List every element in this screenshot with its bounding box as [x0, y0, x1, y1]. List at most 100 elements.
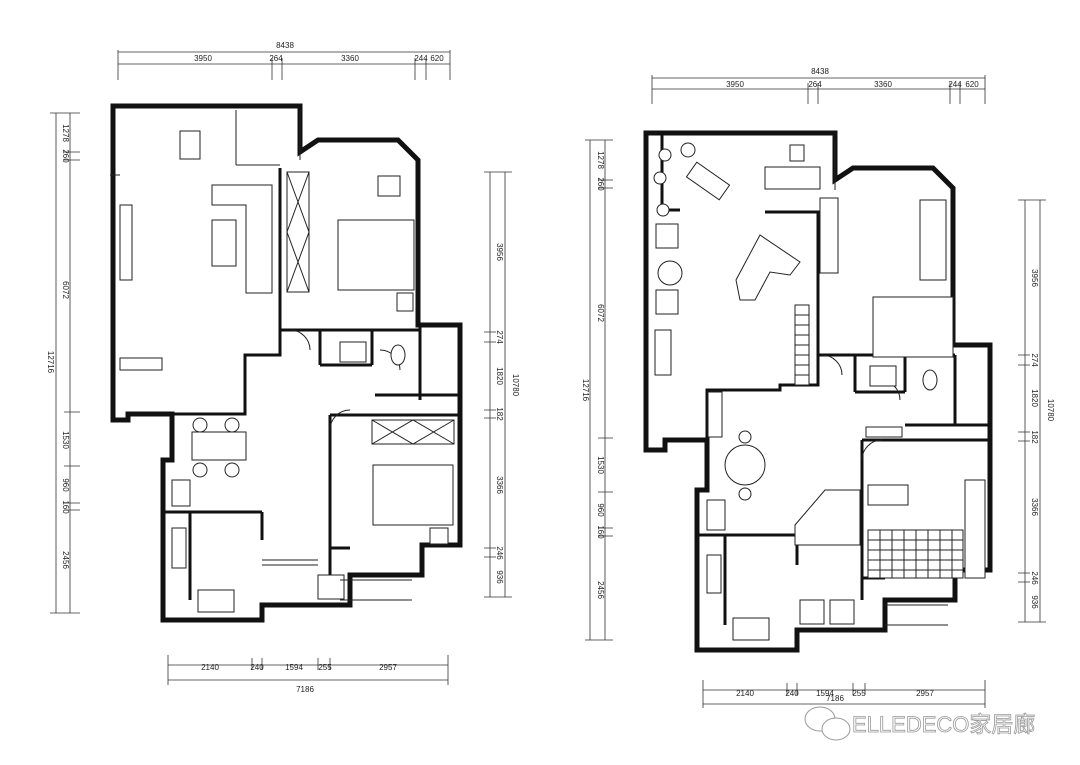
dimension-label: 1594 — [816, 689, 834, 698]
dimension-label: 1820 — [495, 367, 504, 385]
toilet-redesign — [922, 369, 938, 391]
dimension-label: 936 — [495, 570, 504, 584]
dimension-label: 3360 — [341, 54, 359, 63]
tv-console — [707, 391, 723, 438]
sink — [197, 589, 235, 613]
dimension-label: 7186 — [296, 685, 314, 694]
dimension-label: 3956 — [495, 243, 504, 261]
dimension-label: 255 — [852, 689, 866, 698]
washer — [317, 574, 345, 600]
plants — [653, 142, 696, 217]
dimension-label: 1530 — [596, 456, 605, 474]
dimension-label: 274 — [495, 330, 504, 344]
fridge — [171, 479, 191, 507]
wardrobe-kids — [964, 479, 986, 579]
dimension-label: 244 — [414, 54, 428, 63]
plan-redesign — [585, 75, 1046, 708]
dimension-label: 2456 — [61, 551, 70, 569]
basin-redesign — [869, 365, 897, 387]
armchair — [179, 130, 201, 160]
wechat-bubble-icon — [804, 706, 851, 741]
sink-redesign — [732, 617, 770, 641]
dimension-label: 1594 — [285, 663, 303, 672]
bed-master — [872, 296, 954, 358]
exterior-walls-redesign — [643, 130, 993, 653]
exterior-walls — [110, 103, 463, 623]
dimension-label: 2140 — [736, 689, 754, 698]
dimension-label: 2957 — [379, 663, 397, 672]
toilet — [390, 344, 406, 366]
dimension-label: 620 — [965, 80, 979, 89]
furniture — [119, 130, 455, 613]
dimension-label: 182 — [1030, 430, 1039, 444]
dimension-label: 240 — [250, 663, 264, 672]
dimension-label: 3366 — [1030, 498, 1039, 516]
wardrobe-2 — [371, 419, 455, 445]
watermark-text: ELLEDECO家居廊 — [852, 712, 1035, 737]
stove-redesign — [706, 554, 722, 594]
dimension-label: 182 — [495, 407, 504, 421]
bed-2 — [372, 464, 454, 526]
round-dining-table — [724, 444, 766, 486]
dimension-label: 264 — [808, 80, 822, 89]
dimension-label: 260 — [596, 177, 605, 191]
wardrobe — [286, 171, 310, 293]
dimension-label: 244 — [948, 80, 962, 89]
dimension-label: 1820 — [1030, 389, 1039, 407]
dimension-label: 246 — [495, 546, 504, 560]
lounge-chair — [685, 161, 731, 201]
dimension-label: 2140 — [201, 663, 219, 672]
chair-study — [789, 144, 805, 162]
dimension-label: 10780 — [1046, 399, 1055, 422]
fridge-redesign — [706, 499, 726, 531]
dimension-label: 264 — [269, 54, 283, 63]
dimension-label: 620 — [430, 54, 444, 63]
tv-cabinet — [119, 204, 133, 281]
watermark: ELLEDECO家居廊 — [804, 706, 1036, 741]
dimension-label: 7186 — [826, 694, 844, 703]
dimension-label: 960 — [61, 478, 70, 492]
dining-table — [191, 431, 247, 461]
desk-study — [764, 166, 821, 190]
sofa — [211, 184, 273, 294]
dimension-label: 1278 — [596, 151, 605, 169]
interior-walls — [110, 110, 460, 600]
basin — [339, 341, 367, 363]
desk-bedroom — [919, 199, 947, 281]
dimension-label: 6072 — [61, 281, 70, 299]
dimension-label: 246 — [1030, 571, 1039, 585]
armchair-1 — [655, 223, 679, 249]
grand-piano — [735, 234, 801, 301]
dimension-label: 274 — [1030, 353, 1039, 367]
study-corner — [794, 489, 861, 546]
dimension-label: 2456 — [596, 581, 605, 599]
dimension-label: 3950 — [726, 80, 744, 89]
dimension-label: 10780 — [511, 374, 520, 397]
dimension-label: 2957 — [916, 689, 934, 698]
dimension-label: 12716 — [46, 351, 55, 374]
dimension-label: 160 — [61, 500, 70, 514]
dimension-label: 1278 — [61, 124, 70, 142]
dimension-label: 3956 — [1030, 269, 1039, 287]
furniture-redesign — [653, 142, 986, 641]
coffee-table — [211, 219, 237, 267]
console-redesign — [865, 426, 903, 438]
side-table — [657, 260, 683, 286]
washer-2 — [829, 599, 855, 625]
dimension-label: 240 — [785, 689, 799, 698]
console — [119, 357, 163, 371]
dimension-label: 3950 — [194, 54, 212, 63]
dimension-label: 3360 — [874, 80, 892, 89]
dimension-label: 255 — [318, 663, 332, 672]
dimension-label: 8438 — [811, 67, 829, 76]
dimension-label: 960 — [596, 503, 605, 517]
dimension-label: 3366 — [495, 476, 504, 494]
desk-1 — [377, 175, 401, 197]
stove — [171, 527, 187, 569]
cabinet — [654, 329, 672, 376]
dimension-label: 936 — [1030, 595, 1039, 609]
dimension-label: 160 — [596, 525, 605, 539]
dimension-label: 12716 — [581, 379, 590, 402]
